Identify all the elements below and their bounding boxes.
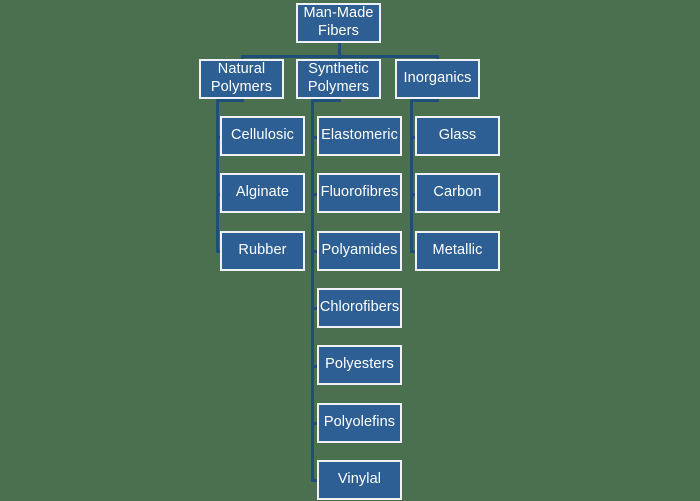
connector-inorganics-top	[410, 99, 439, 102]
connector-drop-natural	[241, 55, 244, 60]
connector-drop-inorganics	[436, 55, 439, 60]
node-inorganics[interactable]: Inorganics	[395, 59, 480, 99]
connector-spine-synthetic	[311, 99, 314, 480]
node-polyamides[interactable]: Polyamides	[317, 231, 402, 271]
connector-drop-synthetic	[338, 55, 341, 60]
node-rubber[interactable]: Rubber	[220, 231, 305, 271]
node-polyolefins[interactable]: Polyolefins	[317, 403, 402, 443]
node-glass[interactable]: Glass	[415, 116, 500, 156]
node-elastomeric[interactable]: Elastomeric	[317, 116, 402, 156]
connector-stub-polyesters	[311, 365, 320, 368]
connector-stub-fluorofibres	[311, 193, 320, 196]
connector-stub-carbon	[410, 193, 419, 196]
connector-natural-top	[216, 99, 244, 102]
connector-stub-polyolefins	[311, 422, 320, 425]
node-polyesters[interactable]: Polyesters	[317, 345, 402, 385]
connector-stub-metallic	[410, 250, 419, 253]
connector-stub-vinylal	[311, 479, 320, 482]
node-man-made-fibers[interactable]: Man-Made Fibers	[296, 3, 381, 43]
node-chlorofibers[interactable]: Chlorofibers	[317, 288, 402, 328]
connector-spine-inorganics	[410, 99, 413, 252]
node-vinylal[interactable]: Vinylal	[317, 460, 402, 500]
node-fluorofibres[interactable]: Fluorofibres	[317, 173, 402, 213]
connector-synthetic-top	[311, 99, 341, 102]
connector-stub-polyamides	[311, 250, 320, 253]
node-synthetic-polymers[interactable]: Synthetic Polymers	[296, 59, 381, 99]
node-metallic[interactable]: Metallic	[415, 231, 500, 271]
connector-spine-natural	[216, 99, 219, 252]
connector-root-stem	[338, 41, 341, 57]
node-cellulosic[interactable]: Cellulosic	[220, 116, 305, 156]
node-alginate[interactable]: Alginate	[220, 173, 305, 213]
connector-stub-elastomeric	[311, 136, 320, 139]
connector-stub-chlorofibers	[311, 307, 320, 310]
connector-stub-glass	[410, 136, 419, 139]
node-natural-polymers[interactable]: Natural Polymers	[199, 59, 284, 99]
node-carbon[interactable]: Carbon	[415, 173, 500, 213]
